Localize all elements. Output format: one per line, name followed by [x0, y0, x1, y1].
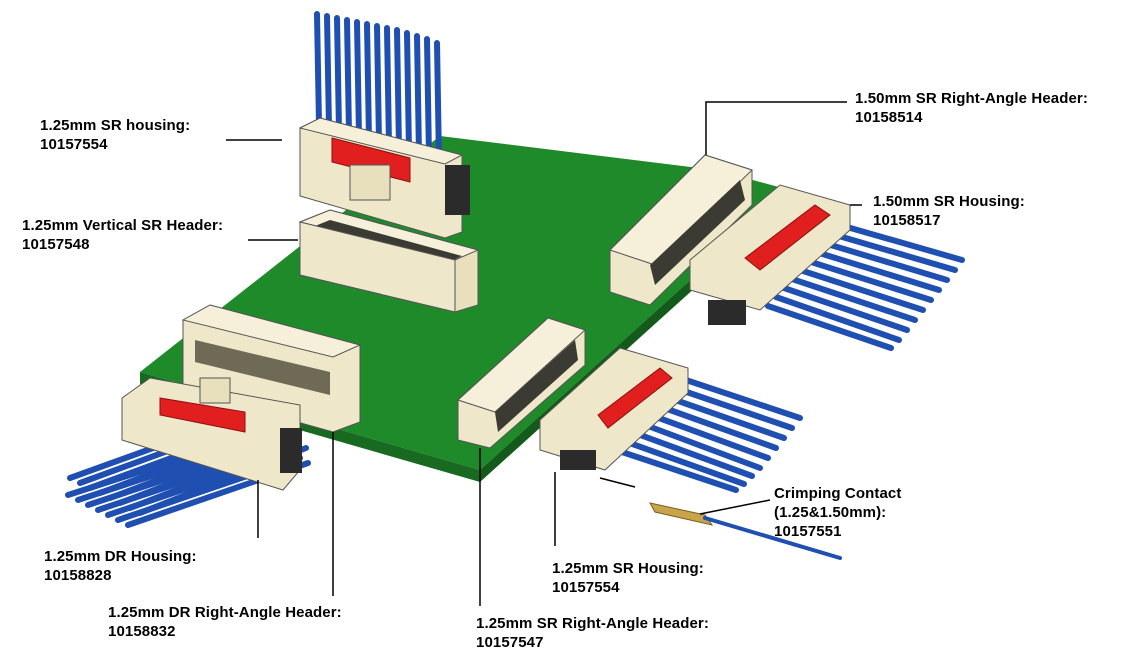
label-line: 10158517 [873, 212, 941, 229]
label-ra-header-150: 1.50mm SR Right-Angle Header: 10158514 [855, 89, 1088, 127]
label-line: 10157551 [774, 523, 842, 540]
label-line: 10158832 [108, 623, 176, 640]
label-line: 10158828 [44, 567, 112, 584]
label-line: 10157554 [40, 136, 108, 153]
label-vertical-header: 1.25mm Vertical SR Header: 10157548 [22, 216, 223, 254]
label-sr-ra-header-125: 1.25mm SR Right-Angle Header: 10157547 [476, 614, 709, 652]
label-line: 10157554 [552, 579, 620, 596]
label-sr-housing-bottom: 1.25mm SR Housing: 10157554 [552, 559, 704, 597]
label-line: 1.25mm Vertical SR Header: [22, 217, 224, 234]
label-line: 1.25mm DR Housing: [44, 548, 197, 565]
label-sr-housing-top: 1.25mm SR housing: 10157554 [40, 116, 190, 154]
sr-housing-125-bottom [539, 347, 803, 493]
label-line: 1.25mm SR housing: [40, 117, 191, 134]
label-line: 10157547 [476, 634, 544, 651]
housing-150 [689, 184, 965, 351]
vertical-sr-header [298, 209, 480, 313]
label-line: 1.50mm SR Right-Angle Header: [855, 90, 1088, 107]
label-dr-ra-header: 1.25mm DR Right-Angle Header: 10158832 [108, 603, 342, 641]
label-line: 1.25mm DR Right-Angle Header: [108, 604, 342, 621]
dr-housing [65, 377, 311, 528]
ra-header-150 [609, 154, 753, 306]
label-line: 1.50mm SR Housing: [873, 193, 1025, 210]
sr-ra-header-125 [457, 317, 586, 449]
label-line: (1.25&1.50mm): [774, 504, 887, 521]
label-line: 1.25mm SR Right-Angle Header: [476, 615, 709, 632]
label-line: 10157548 [22, 236, 90, 253]
label-crimp-contact: Crimping Contact (1.25&1.50mm): 10157551 [774, 484, 901, 541]
leader-lines [226, 101, 862, 606]
label-line: 10158514 [855, 109, 923, 126]
label-dr-housing: 1.25mm DR Housing: 10158828 [44, 547, 197, 585]
crimp-contact [649, 502, 842, 560]
label-line: 1.25mm SR Housing: [552, 560, 704, 577]
label-housing-150: 1.50mm SR Housing: 10158517 [873, 192, 1025, 230]
label-line: Crimping Contact [774, 485, 902, 502]
top-sr-housing [298, 11, 470, 239]
